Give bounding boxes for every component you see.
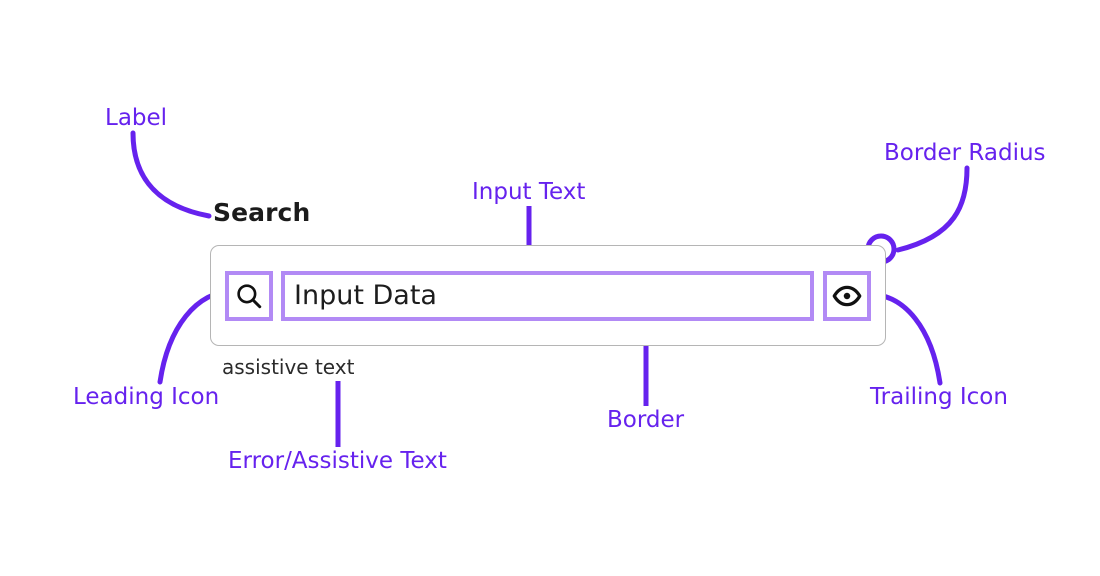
trailing-icon-slot[interactable] [823,270,871,321]
input-text-slot[interactable]: Input Data [281,270,814,321]
annotation-label-border-radius: Border Radius [884,140,1046,166]
connector-label [130,130,212,219]
assistive-text: assistive text [222,355,355,379]
search-icon[interactable] [234,281,264,311]
annotation-label-error-assistive-text: Error/Assistive Text [228,448,447,474]
eye-icon[interactable] [832,281,862,311]
field-label: Search [213,198,311,227]
text-field-border[interactable]: Input Data [210,245,886,346]
annotation-label-input-text: Input Text [472,179,586,205]
annotation-label-label: Label [105,105,168,131]
annotation-label-border: Border [607,407,685,433]
leading-icon-slot[interactable] [225,270,273,321]
connector-border-radius [895,165,970,253]
annotation-label-trailing-icon: Trailing Icon [870,384,1008,410]
annotation-label-leading-icon: Leading Icon [73,384,220,410]
input-text-value: Input Data [294,280,437,311]
text-field-component: Search Input Data [210,200,886,377]
